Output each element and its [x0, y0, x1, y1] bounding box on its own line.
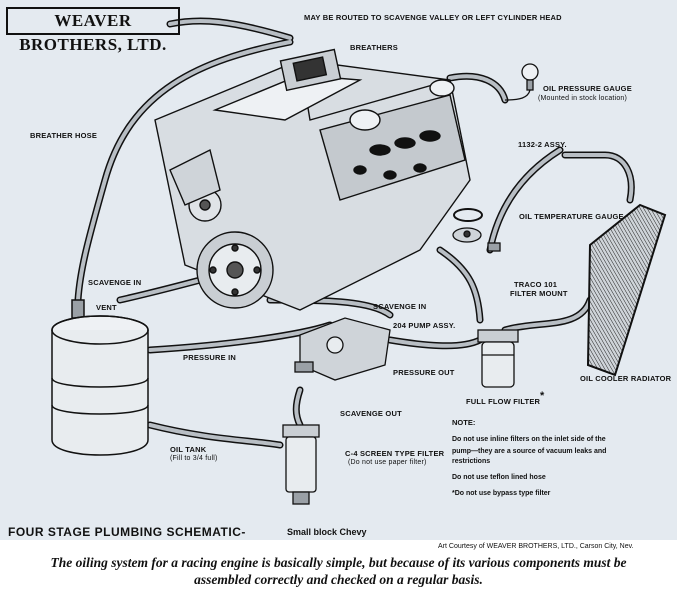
traco-filter-mount-label: FILTER MOUNT: [510, 289, 568, 298]
caption-line-1: The oiling system for a racing engine is…: [50, 555, 627, 570]
pump-assy-label: 204 PUMP ASSY.: [393, 321, 456, 330]
schematic-title: FOUR STAGE PLUMBING SCHEMATIC-: [8, 525, 246, 539]
oil-pressure-gauge-part: [504, 63, 539, 101]
notes-title: NOTE:: [452, 418, 476, 427]
scavenge-valley-label: MAY BE ROUTED TO SCAVENGE VALLEY OR LEFT…: [304, 13, 562, 22]
pump-assy-part: [294, 317, 391, 381]
traco-filter-label: TRACO 101: [514, 280, 558, 289]
vent-label: VENT: [96, 303, 117, 312]
engine-block: [154, 48, 471, 311]
scavenge-in-label: SCAVENGE IN: [88, 278, 142, 287]
oil-tank-part: [51, 299, 149, 456]
oil-cooler-radiator-part: [586, 203, 667, 377]
breathers-label: BREATHERS: [350, 43, 398, 52]
brand-logo: WEAVER BROTHERS, LTD.: [6, 7, 180, 54]
pressure-out-label: PRESSURE OUT: [393, 368, 455, 377]
caption: The oiling system for a racing engine is…: [0, 554, 677, 588]
art-credit: Art Courtesy of WEAVER BROTHERS, LTD., C…: [438, 543, 634, 550]
full-flow-filter-part: [477, 329, 519, 388]
oil-pressure-gauge-note: (Mounted in stock location): [538, 95, 628, 102]
oil-pressure-gauge-label: OIL PRESSURE GAUGE: [543, 84, 632, 93]
caption-line-2: assembled correctly and checked on a reg…: [194, 572, 483, 587]
c4-filter-label: C-4 SCREEN TYPE FILTER: [345, 449, 445, 458]
assy-1132-label: 1132-2 ASSY.: [518, 140, 567, 149]
scavenge-in-label-2: SCAVENGE IN: [373, 302, 427, 311]
c4-screen-filter-part: [282, 424, 320, 505]
full-flow-filter-asterisk: *: [540, 390, 545, 402]
plumbing-drawing: [51, 17, 667, 505]
oil-tank-note: (Fill to 3/4 full): [170, 455, 218, 462]
full-flow-filter-label: FULL FLOW FILTER: [466, 397, 541, 406]
schematic-subtitle: Small block Chevy: [287, 527, 367, 537]
note-item: *Do not use bypass type filter: [452, 490, 551, 497]
1132-assy-part: [452, 208, 501, 252]
notes-panel: NOTE: Do not use inline filters on the i…: [452, 418, 672, 498]
oil-temperature-gauge-label: OIL TEMPERATURE GAUGE: [519, 212, 624, 221]
note-item: pump—they are a source of vacuum leaks a…: [452, 448, 607, 455]
note-item: Do not use inline filters on the inlet s…: [452, 436, 606, 443]
pressure-in-label: PRESSURE IN: [183, 353, 237, 362]
c4-filter-note: (Do not use paper filter): [348, 459, 427, 466]
oil-cooler-radiator-label: OIL COOLER RADIATOR: [580, 374, 672, 383]
note-item: Do not use teflon lined hose: [452, 474, 546, 481]
breather-hose-label: BREATHER HOSE: [30, 131, 98, 140]
oil-tank-label: OIL TANK: [170, 445, 207, 454]
note-item: restrictions: [452, 458, 491, 465]
scavenge-out-label: SCAVENGE OUT: [340, 409, 402, 418]
